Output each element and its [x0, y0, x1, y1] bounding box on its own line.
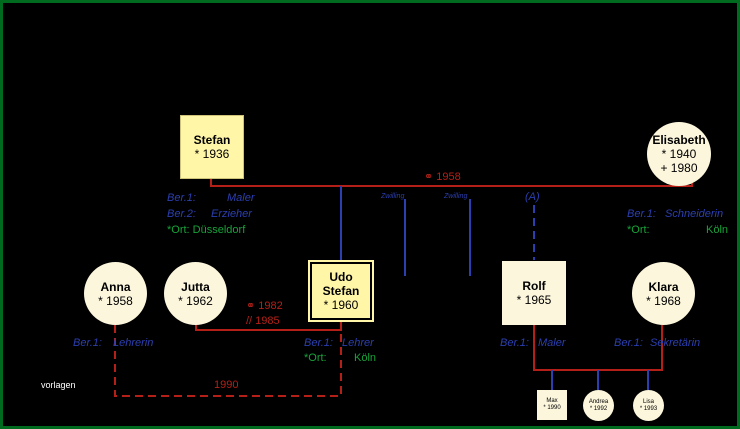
udo-job-key: Ber.1:	[304, 337, 333, 349]
stefan-job2-value: Erzieher	[211, 208, 252, 220]
person-name-second: Stefan	[322, 284, 360, 298]
divorce-year-1985: // 1985	[246, 315, 280, 327]
stefan-job1-key: Ber.1:	[167, 192, 196, 204]
person-name: Max	[546, 398, 558, 404]
rolf-job-key: Ber.1:	[500, 337, 529, 349]
adopted-marker: (A)	[525, 191, 540, 203]
person-birth: * 1992	[589, 405, 608, 412]
person-name: Elisabeth	[652, 133, 706, 147]
person-name: Klara	[648, 279, 679, 294]
person-name: Rolf	[522, 279, 546, 293]
person-name: Jutta	[181, 279, 210, 294]
person-udo-stefan[interactable]: Udo Stefan * 1960	[308, 260, 374, 322]
person-max[interactable]: Max * 1990	[537, 390, 567, 420]
partnership-line-anna-udo	[114, 322, 342, 397]
watermark-text: vorlagen	[41, 380, 76, 390]
partnership-year-1990: 1990	[214, 379, 239, 391]
marriage-year-1982: ⚭ 1982	[246, 300, 283, 312]
person-birth: * 1936	[194, 147, 230, 161]
person-name: Andrea	[588, 398, 609, 405]
person-andrea[interactable]: Andrea * 1992	[583, 390, 614, 421]
marriage-year-1958: ⚭ 1958	[424, 171, 461, 183]
person-name: Stefan	[193, 133, 231, 147]
elisabeth-job-key: Ber.1:	[627, 208, 656, 220]
person-elisabeth[interactable]: Elisabeth * 1940 + 1980	[647, 122, 711, 186]
twin-label-left: Zwilling	[381, 193, 405, 200]
person-birth: * 1958	[98, 293, 133, 308]
stefan-job2-key: Ber.2:	[167, 208, 196, 220]
rolf-job-value: Maler	[538, 337, 566, 349]
elisabeth-birthplace-key: *Ort:	[627, 224, 650, 236]
person-klara[interactable]: Klara * 1968	[632, 262, 695, 325]
klara-job-value: Sekretärin	[650, 337, 701, 349]
person-name: Anna	[100, 279, 131, 294]
person-name-first: Udo	[329, 270, 353, 284]
stefan-birthplace: *Ort: Düsseldorf	[167, 224, 246, 236]
person-name: Lisa	[642, 398, 654, 405]
udo-job-value: Lehrer	[342, 337, 374, 349]
elisabeth-job-value: Schneiderin	[665, 208, 724, 220]
person-birth: * 1968	[646, 293, 681, 308]
udo-birthplace-value: Köln	[354, 352, 377, 364]
person-birth: * 1940	[661, 147, 697, 161]
person-birth: * 1990	[543, 405, 561, 411]
stefan-job1-value: Maler	[227, 192, 255, 204]
elisabeth-birthplace-value: Köln	[706, 224, 729, 236]
udo-birthplace-key: *Ort:	[304, 352, 327, 364]
person-birth: * 1993	[639, 405, 658, 412]
anna-job-key: Ber.1:	[73, 337, 102, 349]
person-birth: * 1962	[178, 293, 213, 308]
twin-label-right: Zwilling	[444, 193, 468, 200]
person-birth: * 1960	[323, 298, 359, 312]
person-anna[interactable]: Anna * 1958	[84, 262, 147, 325]
person-death: + 1980	[660, 161, 698, 175]
klara-job-key: Ber.1:	[614, 337, 643, 349]
person-jutta[interactable]: Jutta * 1962	[164, 262, 227, 325]
person-lisa[interactable]: Lisa * 1993	[633, 390, 664, 421]
person-rolf[interactable]: Rolf * 1965	[502, 261, 566, 325]
anna-job-value: Lehrerin	[113, 337, 154, 349]
person-stefan[interactable]: Stefan * 1936	[180, 115, 244, 179]
person-birth: * 1965	[516, 293, 552, 307]
